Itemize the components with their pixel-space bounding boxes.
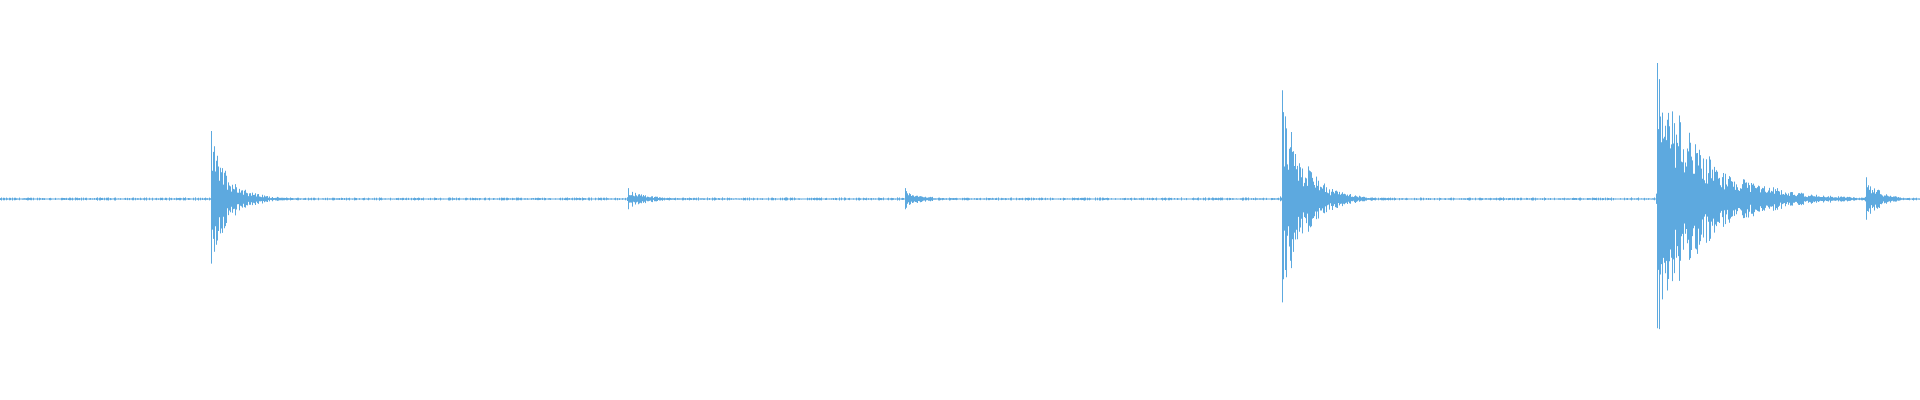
waveform-samples [0,63,1920,330]
waveform-envelope [0,79,1920,330]
